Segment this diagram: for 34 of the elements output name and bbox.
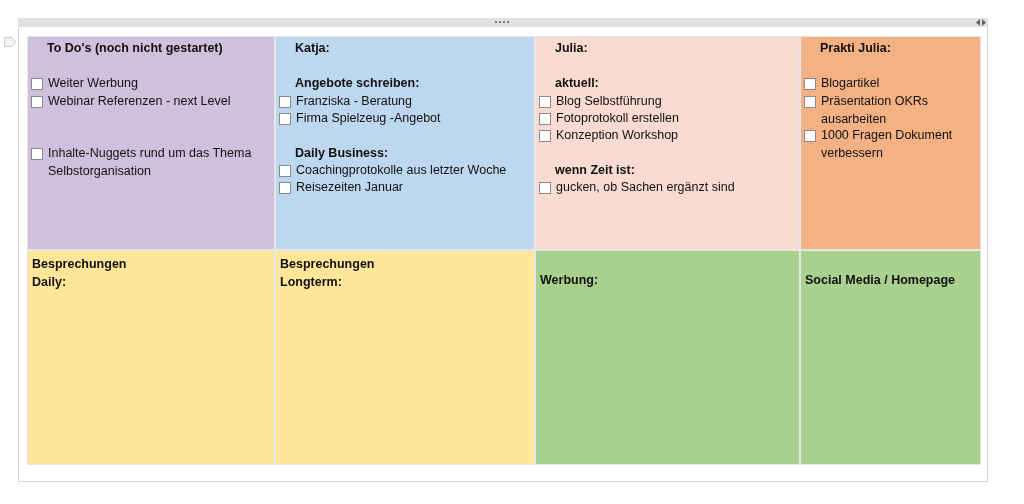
task-text: Weiter Werbung bbox=[48, 75, 139, 92]
task-text: Firma Spielzeug -Angebot bbox=[296, 110, 442, 127]
table-cell bbox=[27, 36, 275, 250]
section-heading: Social Media / Homepage bbox=[805, 272, 956, 289]
section-heading: Daily Business: bbox=[295, 145, 390, 162]
table-cell bbox=[27, 250, 275, 465]
table-cell bbox=[535, 250, 800, 465]
section-heading: Katja: bbox=[295, 40, 331, 57]
table-cell bbox=[275, 250, 535, 465]
section-heading: Besprechungen Longterm: bbox=[280, 256, 375, 291]
table-cell bbox=[800, 36, 981, 250]
section-heading: wenn Zeit ist: bbox=[555, 162, 636, 179]
task-text: Fotoprotokoll erstellen bbox=[556, 110, 680, 127]
task-text: Präsentation OKRs ausarbeiten bbox=[821, 93, 929, 128]
table-cell bbox=[275, 36, 535, 250]
task-text: Franziska - Beratung bbox=[296, 93, 414, 110]
table-cell bbox=[800, 250, 981, 465]
section-heading: Werbung: bbox=[540, 272, 599, 289]
task-text: 1000 Fragen Dokument verbessern bbox=[821, 127, 954, 162]
task-text: Reisezeiten Januar bbox=[296, 179, 404, 196]
section-heading: To Do's (noch nicht gestartet) bbox=[47, 40, 224, 57]
task-text: Konzeption Workshop bbox=[556, 127, 680, 144]
task-text: gucken, ob Sachen ergänzt sind bbox=[556, 179, 736, 196]
section-heading: Angebote schreiben: bbox=[295, 75, 421, 92]
section-heading: aktuell: bbox=[555, 75, 600, 92]
task-text: Inhalte-Nuggets rund um das Thema Selbstorganisation bbox=[48, 145, 253, 180]
task-text: Coachingprotokolle aus letzter Woche bbox=[296, 162, 508, 179]
task-text: Blog Selbstführung bbox=[556, 93, 663, 110]
section-heading: Prakti Julia: bbox=[820, 40, 892, 57]
table-cell bbox=[535, 36, 800, 250]
task-text: Webinar Referenzen - next Level bbox=[48, 93, 232, 110]
section-heading: Besprechungen Daily: bbox=[32, 256, 127, 291]
section-heading: Julia: bbox=[555, 40, 589, 57]
task-text: Blogartikel bbox=[821, 75, 881, 92]
